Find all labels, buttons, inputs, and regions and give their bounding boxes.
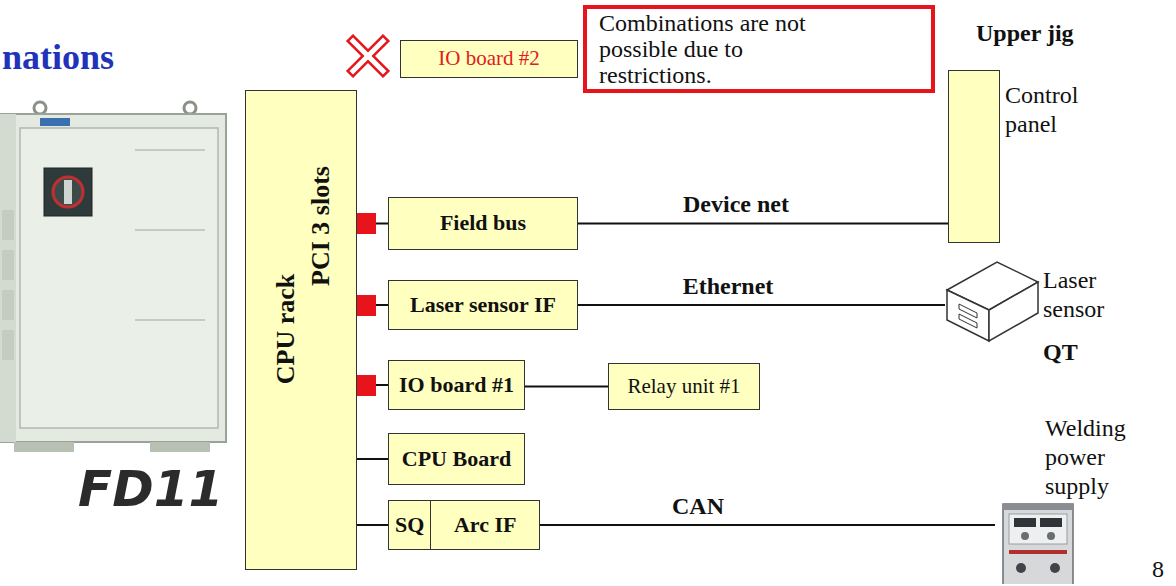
box-label-group: Relay unit #1 (627, 375, 740, 398)
welder-part (1003, 504, 1073, 584)
model-name: FD11 (78, 462, 223, 517)
box-label: CPU Board (402, 446, 511, 471)
arc-if-board: SQ Arc IF (388, 500, 540, 550)
connection-label: Ethernet (683, 273, 774, 299)
pci-slot-mark (357, 375, 376, 396)
welder-icon (995, 500, 1080, 584)
box-label: Field bus (440, 210, 526, 235)
cpu-board: CPU Board (388, 433, 525, 485)
welder-part (1014, 518, 1036, 527)
device-heading: Upper jig (976, 19, 1074, 48)
control-panel: Upper jigControl panel (948, 70, 1000, 243)
io-board-box: IO board #2 (400, 40, 578, 78)
io-board-box: IO board #1 (388, 360, 525, 410)
page-number: 8 (1152, 556, 1164, 582)
pci-slot-mark (357, 295, 376, 316)
callout-text: Combinations are not possible due to res… (587, 9, 809, 89)
welder-part (1047, 532, 1055, 540)
device-label: Laser sensor (1043, 266, 1121, 324)
welder-part (1050, 563, 1060, 573)
device-label: Control panel (1005, 81, 1090, 139)
cube-face (947, 290, 989, 341)
welding-power-supply: Welding power supply (995, 500, 1080, 584)
cpu-rack: CPU rack PCI 3 slots (245, 90, 357, 570)
welder-part (1040, 518, 1062, 527)
connector-line (357, 458, 388, 460)
welder-part (1003, 504, 1073, 510)
welder-part (1009, 550, 1067, 554)
pci-slot-mark (357, 213, 376, 234)
slide-title: nations (2, 36, 114, 78)
box-label-group: Laser sensor IF (410, 293, 556, 317)
connector-line (540, 524, 995, 526)
welder-part (1009, 514, 1067, 544)
connection-label: Device net (683, 191, 789, 217)
connection-label: CAN (672, 493, 724, 519)
box-label: Laser sensor IF (410, 292, 556, 317)
laser-if-board: Laser sensor IF (388, 280, 578, 330)
box-cell: SQ (389, 501, 431, 549)
box-label-group: IO board #1 (399, 373, 514, 397)
box-label-group: CPU Board (402, 447, 511, 471)
connector-line (578, 223, 948, 225)
cube-face (989, 282, 1038, 341)
welder-part (1016, 563, 1026, 573)
connector-line (357, 524, 388, 526)
box-label: IO board #1 (399, 372, 514, 397)
box-cell: Arc IF (431, 501, 539, 549)
relay-unit: Relay unit #1 (608, 363, 760, 410)
rack-label: PCI 3 slots (308, 166, 334, 286)
connector-line (525, 386, 608, 388)
box-label: IO board #2 (438, 46, 539, 70)
box-label: Relay unit #1 (627, 374, 740, 398)
device-label: QT (1043, 338, 1078, 367)
cube-detail (959, 314, 977, 328)
box-label: Arc IF (454, 513, 517, 537)
controller-cabinet (0, 102, 226, 452)
fieldbus-board: Field bus (388, 197, 578, 250)
box-label-group: IO board #2 (438, 47, 539, 70)
device-label: Welding power supply (1045, 414, 1145, 500)
rack-label: CPU rack (273, 274, 299, 384)
welder-part (1021, 532, 1029, 540)
restriction-callout: Combinations are not possible due to res… (583, 5, 935, 93)
laser-sensor-icon (945, 258, 1040, 343)
box-label-group: Field bus (440, 211, 526, 235)
connector-line (578, 304, 945, 306)
laser-sensor: Laser sensorQT (945, 258, 1040, 343)
box-label: SQ (395, 513, 424, 537)
not-allowed-mark (353, 41, 383, 71)
